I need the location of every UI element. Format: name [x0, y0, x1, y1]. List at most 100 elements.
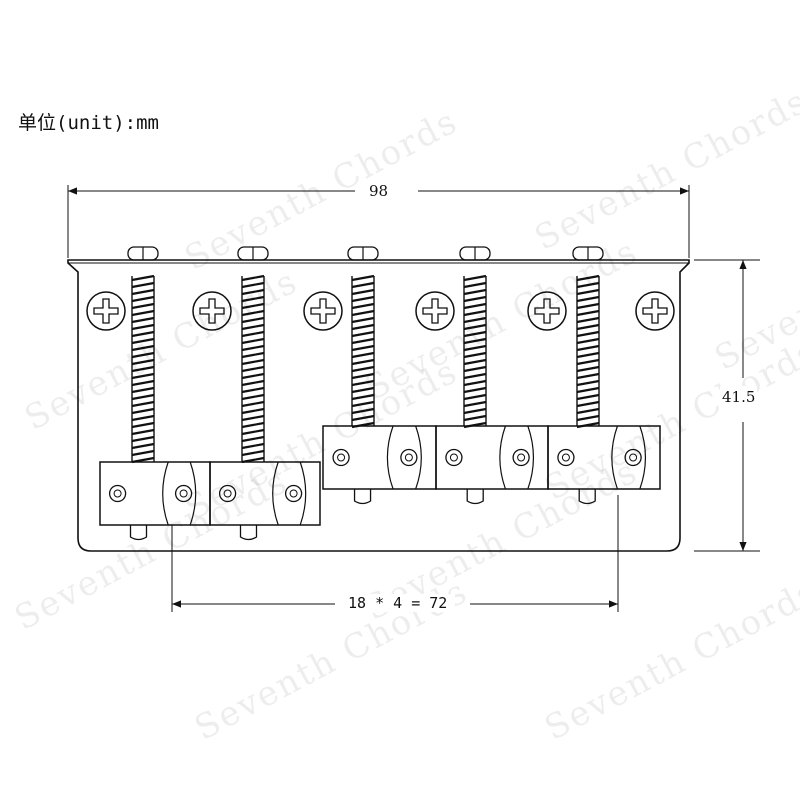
spring-coil [241, 309, 265, 317]
spring-coil [351, 316, 375, 324]
saddle-screw-stub [466, 489, 484, 505]
spring-coil [463, 358, 487, 366]
spring-coil [241, 316, 265, 324]
phillips-cross-icon [534, 298, 560, 324]
spring-coil [351, 344, 375, 352]
mounting-screw-icon [415, 291, 455, 331]
spring-coil [131, 393, 155, 401]
spring-coil [241, 372, 265, 380]
saddle-groove [639, 425, 646, 490]
spring-coil [131, 386, 155, 394]
saddle-height-screw-icon [557, 448, 575, 467]
spring-coil [351, 288, 375, 296]
spring-coil [131, 358, 155, 366]
saddle-groove [299, 461, 307, 526]
phillips-cross-icon [199, 298, 225, 324]
spring-coil [576, 309, 600, 317]
spring-coil [576, 386, 600, 394]
phillips-cross-icon [93, 298, 119, 324]
spring-coil [351, 386, 375, 394]
spring-coil [131, 288, 155, 296]
spring-coil [463, 400, 487, 408]
spring-coil [351, 281, 375, 289]
spring-coil [463, 316, 487, 324]
spring-coil [576, 414, 600, 422]
spring-coil [241, 379, 265, 387]
spring-coil [463, 309, 487, 317]
saddle-groove [272, 461, 279, 526]
spring-coil [241, 288, 265, 296]
phillips-cross-icon [310, 298, 336, 324]
overall-width-label: 98 [363, 182, 395, 200]
spring-coil [463, 295, 487, 303]
saddle-height-screw-icon [400, 448, 418, 467]
unit-label: 单位(unit):mm [18, 112, 159, 134]
spring-coil [463, 379, 487, 387]
saddle-height-screw-icon [517, 453, 526, 462]
spring-coil [131, 281, 155, 289]
spring-coil [351, 372, 375, 380]
spring-coil [576, 358, 600, 366]
spring-coil [241, 435, 265, 443]
saddle-height-screw-icon [561, 453, 570, 462]
spring-coil [576, 288, 600, 296]
saddle-groove [189, 461, 197, 526]
saddle-height-screw-icon [404, 453, 413, 462]
spring-coil [351, 337, 375, 345]
spring-coil [241, 330, 265, 338]
saddle-screw-stub [239, 525, 258, 541]
saddle-height-screw-icon [284, 484, 303, 503]
spring-coil [351, 379, 375, 387]
spring-coil [463, 344, 487, 352]
spring-coil [351, 302, 375, 310]
mounting-screw-icon [635, 291, 675, 331]
spring-coil [241, 281, 265, 289]
spring-coil [463, 330, 487, 338]
saddle-groove [162, 461, 169, 526]
spring-coil [463, 407, 487, 415]
spring-coil [351, 407, 375, 415]
spring-coil [241, 351, 265, 359]
spring-coil [576, 302, 600, 310]
spring-coil [351, 393, 375, 401]
saddle-height-screw-icon [445, 448, 463, 467]
spring-coil [351, 323, 375, 331]
saddle-height-screw-icon [337, 453, 346, 462]
spring-coil [576, 281, 600, 289]
spring-coil [576, 393, 600, 401]
spring-coil [131, 421, 155, 429]
saddle-height-screw-icon [113, 489, 122, 498]
saddle-screw-stub [129, 525, 148, 541]
spring-coil [463, 386, 487, 394]
spring-coil [463, 288, 487, 296]
saddle-height-screw-icon [449, 453, 458, 462]
spring-coil [241, 449, 265, 457]
spring-coil [131, 337, 155, 345]
spring-coil [131, 323, 155, 331]
saddle-groove [499, 425, 507, 490]
saddle-height-screw-icon [512, 448, 530, 467]
saddle-groove [527, 425, 534, 490]
spring-coil [131, 274, 155, 282]
spring-coil [351, 365, 375, 373]
spring-coil [576, 337, 600, 345]
saddle-groove [611, 425, 619, 490]
spring-coil [131, 414, 155, 422]
spring-coil [241, 407, 265, 415]
spring-coil [351, 358, 375, 366]
spring-coil [463, 281, 487, 289]
spring-coil [576, 344, 600, 352]
spring-coil [576, 274, 600, 282]
phillips-cross-icon [642, 298, 668, 324]
spring-coil [131, 365, 155, 373]
spring-coil [241, 428, 265, 436]
spring-coil [576, 316, 600, 324]
spring-coil [241, 442, 265, 450]
spring-coil [351, 274, 375, 282]
spring-coil [351, 309, 375, 317]
spring-coil [241, 302, 265, 310]
spring-coil [131, 400, 155, 408]
spring-coil [351, 330, 375, 338]
